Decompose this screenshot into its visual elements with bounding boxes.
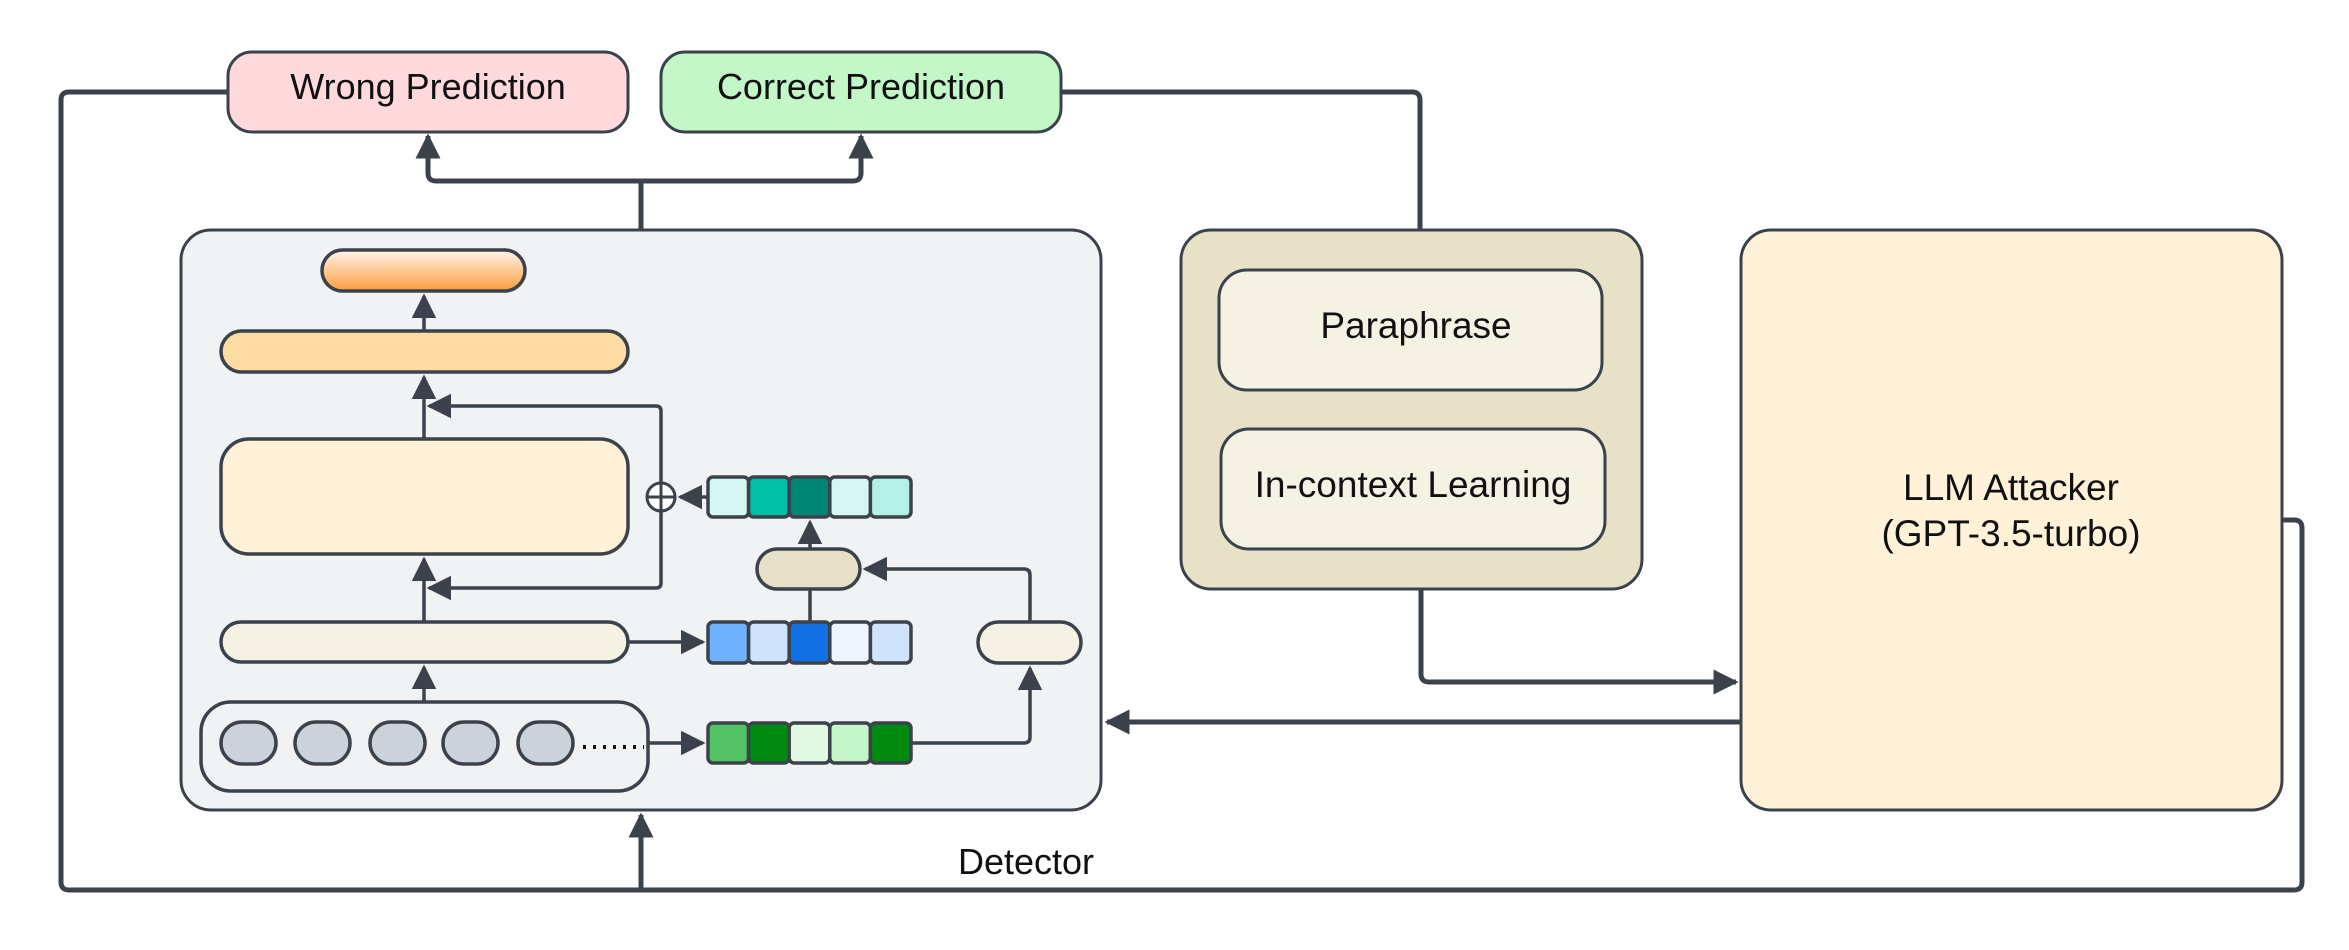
teal-vector-cell (787, 475, 832, 519)
attack-strategies-group: Paraphrase In-context Learning (1179, 228, 1644, 591)
wrong-prediction-box: Wrong Prediction (226, 50, 630, 134)
residual-lower-arrow (426, 511, 663, 601)
teal-vector-cell (706, 475, 751, 519)
green-vector-cell (706, 721, 751, 765)
green-vector (706, 721, 913, 765)
encoder-block (219, 437, 630, 556)
attacker-title: LLM Attacker (1903, 467, 2119, 508)
embedding-layer (219, 620, 630, 664)
detector-internal-connectors (411, 293, 1043, 756)
adapter-pill (755, 547, 862, 591)
token-sequence (219, 720, 575, 766)
blue-vector-cell (868, 620, 913, 665)
correct-to-strategies-line (1062, 89, 1423, 230)
green-vector-cell (868, 721, 913, 765)
blue-vector (706, 620, 913, 665)
in-context-learning-label: In-context Learning (1255, 464, 1572, 505)
strategy-paraphrase: Paraphrase (1217, 268, 1604, 392)
arrow-to-wrong-prediction (415, 133, 641, 184)
teal-vector (706, 475, 913, 519)
correct-prediction-box: Correct Prediction (659, 50, 1063, 134)
strategy-in-context-learning: In-context Learning (1219, 427, 1607, 551)
teal-vector-cell (746, 475, 791, 519)
blue-vector-cell (828, 620, 873, 665)
input-token (368, 720, 427, 766)
side-pill-to-adapter-arrow (862, 556, 1032, 622)
output-head-layer (320, 248, 527, 293)
detector-module: Detector (179, 228, 1103, 882)
outer-connectors (58, 89, 2305, 893)
teal-vector-cell (868, 475, 913, 519)
blue-vector-cell (787, 620, 832, 665)
correct-prediction-label: Correct Prediction (717, 66, 1005, 107)
wrong-prediction-label: Wrong Prediction (290, 66, 565, 107)
strategies-to-attacker-arrow (1418, 589, 1739, 695)
blue-vector-cell (706, 620, 751, 665)
green-vector-cell (787, 721, 832, 765)
attacker-output-loop-line (641, 517, 2305, 893)
arrow-to-correct-prediction (641, 133, 874, 184)
green-vector-cell (828, 721, 873, 765)
input-token (516, 720, 575, 766)
combine-icon (645, 481, 677, 513)
input-token (441, 720, 500, 766)
llm-attacker-box: LLM Attacker (GPT-3.5-turbo) (1739, 228, 2284, 812)
residual-upper-arrow (426, 393, 663, 482)
green-to-side-pill-arrow (911, 665, 1043, 745)
teal-vector-cell (828, 475, 873, 519)
wrong-prediction-feedback-line (58, 89, 641, 893)
green-vector-cell (746, 721, 791, 765)
detector-label: Detector (958, 841, 1094, 882)
blue-vector-cell (746, 620, 791, 665)
paraphrase-label: Paraphrase (1320, 305, 1511, 346)
input-token (293, 720, 352, 766)
classifier-layer (219, 329, 630, 374)
input-token (219, 720, 278, 766)
attacker-model: (GPT-3.5-turbo) (1881, 513, 2140, 554)
side-encoder-pill (976, 620, 1083, 665)
